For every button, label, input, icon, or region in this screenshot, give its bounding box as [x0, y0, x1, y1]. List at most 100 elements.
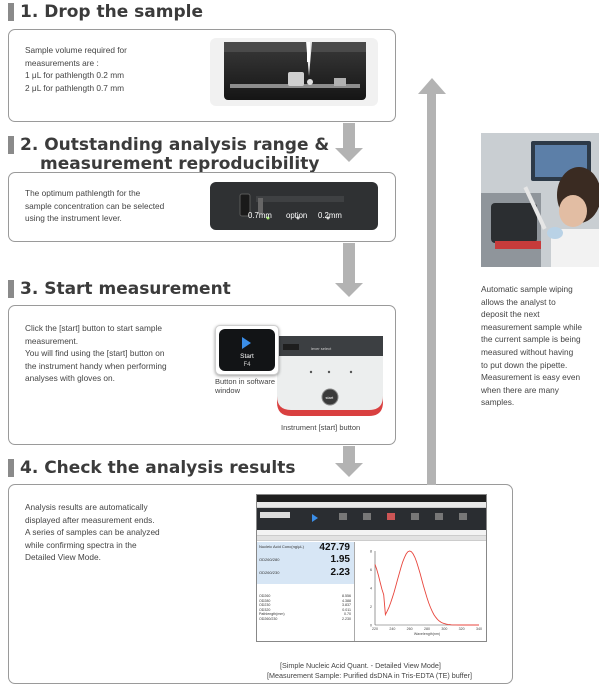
x-axis-label: Wavelength(nm) [414, 632, 440, 636]
pipette-drop-illustration [224, 42, 366, 100]
table-cell: 8.556 [342, 594, 351, 598]
step1-line: Sample volume required for [25, 45, 127, 55]
step2-panel: The optimum pathlength for the sample co… [8, 172, 396, 242]
step2-text: The optimum pathlength for the sample co… [25, 187, 164, 225]
down-arrow-2 [335, 283, 363, 297]
ratio-260-280: 1.95 [330, 554, 350, 565]
tool-icon[interactable] [411, 513, 419, 520]
table-cell: OD230 [259, 603, 271, 608]
x-tick-label: 220 [372, 627, 378, 631]
side-line: Measurement is easy even [481, 372, 581, 383]
status-strip [257, 530, 486, 536]
step2-line: The optimum pathlength for the [25, 188, 141, 198]
step3-line: the instrument handy when performing [25, 360, 167, 371]
title-bar [8, 3, 14, 21]
instrument-illustration: lever select start [277, 336, 383, 416]
loop-arrow-up [418, 78, 446, 94]
table-cell: 0.011 [342, 607, 351, 612]
table-cell: 4.388 [342, 598, 351, 603]
step3-title: 3. Start measurement [8, 280, 231, 299]
play-icon [242, 337, 251, 349]
side-text: Automatic sample wiping allows the analy… [481, 283, 599, 409]
x-tick-label: 260 [407, 627, 413, 631]
side-line: allows the analyst to [481, 296, 556, 307]
side-line: when there are many [481, 384, 559, 395]
tool-icon[interactable] [387, 513, 395, 520]
step4-line: A series of samples can be analyzed [25, 527, 160, 537]
table-cell: OD280 [259, 598, 271, 603]
column-header [257, 536, 486, 541]
step3-line: analyses with gloves on. [25, 373, 115, 383]
value-label: OD260/230 [259, 570, 280, 575]
table-cell: OD260/230 [259, 616, 278, 621]
start-icon[interactable] [312, 514, 318, 522]
toolbar [257, 508, 486, 530]
step3-panel: Click the [start] button to start sample… [8, 305, 396, 445]
tool-icon[interactable] [339, 513, 347, 520]
lever-label-option: option [286, 211, 308, 220]
table-cell: OD320 [259, 607, 271, 612]
side-line: measurement sample while [481, 321, 582, 332]
step3-line: You will find using the [start] button o… [25, 348, 165, 358]
table-row: Pathlength(mm)0.70 [259, 612, 351, 617]
down-arrow-1 [335, 148, 363, 162]
step4-title-text: 4. Check the analysis results [20, 458, 296, 478]
step1-title: 1. Drop the sample [8, 3, 203, 22]
side-line: the current sample is being [481, 334, 581, 345]
table-row: OD260 8.556 [259, 594, 351, 599]
title-bar [8, 459, 14, 477]
step4-panel: Analysis results are automatically displ… [8, 484, 513, 684]
side-line: deposit the next [481, 309, 540, 320]
svg-text:start: start [326, 395, 335, 400]
table-row: OD280 4.388 [259, 599, 351, 604]
step3-line: measurement. [25, 335, 79, 346]
table-row: OD260/230 2.230 [259, 617, 351, 622]
start-label: Start [240, 353, 254, 360]
software-start-window: Start F4 [215, 325, 279, 375]
tool-icon[interactable] [435, 513, 443, 520]
software-caption-1: Button in software [215, 377, 276, 386]
step4-caption-1: [Simple Nucleic Acid Quant. - Detailed V… [280, 661, 441, 670]
side-line: samples. [481, 397, 515, 408]
start-button[interactable]: Start F4 [219, 329, 275, 371]
table-cell: OD260 [259, 594, 271, 598]
step4-title: 4. Check the analysis results [8, 459, 295, 478]
side-line: to put down the pipette. [481, 359, 568, 370]
step4-line: while confirming spectra in the [25, 539, 137, 550]
step2-line: sample concentration can be selected [25, 200, 165, 211]
side-line: measured without having [481, 346, 574, 357]
y-tick-label: 2 [370, 605, 372, 609]
step3-line: Click the [start] button to start sample [25, 323, 162, 333]
step2-title: 2. Outstanding analysis range & measurem… [8, 136, 329, 174]
pipette-photo [210, 38, 378, 106]
sample-name-field[interactable] [260, 512, 290, 518]
x-tick-label: 240 [389, 627, 395, 631]
table-cell: 2.230 [342, 616, 351, 621]
tool-icon[interactable] [363, 513, 371, 520]
step3-title-text: 3. Start measurement [20, 279, 231, 299]
menu-bar [257, 502, 486, 508]
step2-line: using the instrument lever. [25, 213, 122, 223]
step1-panel: Sample volume required for measurements … [8, 29, 396, 122]
x-tick-label: 300 [441, 627, 447, 631]
software-window: Nucleic Acid Conc(ng/μL) 427.79 OD260/28… [256, 494, 487, 642]
step4-line: Detailed View Mode. [25, 552, 101, 562]
step4-text: Analysis results are automatically displ… [25, 501, 160, 564]
results-pane: Nucleic Acid Conc(ng/μL) 427.79 OD260/28… [257, 542, 355, 641]
analyst-illustration [481, 133, 599, 267]
side-line: Automatic sample wiping [481, 284, 573, 294]
step1-line: measurements are : [25, 57, 99, 68]
lever-illustration [239, 193, 344, 220]
step1-line: 2 μL for pathlength 0.7 mm [25, 82, 125, 93]
table-cell: Pathlength(mm) [259, 612, 285, 617]
svg-text:lever select: lever select [311, 346, 332, 351]
conc-value: 427.79 [319, 542, 350, 553]
y-tick-label: 0 [370, 624, 372, 628]
y-tick-label: 8 [370, 550, 372, 554]
step2-title-line1: 2. Outstanding analysis range & [20, 135, 330, 155]
title-bar [8, 136, 14, 154]
tool-icon[interactable] [459, 513, 467, 520]
table-row: OD320 0.011 [259, 608, 351, 613]
software-caption-2: window [215, 386, 241, 395]
